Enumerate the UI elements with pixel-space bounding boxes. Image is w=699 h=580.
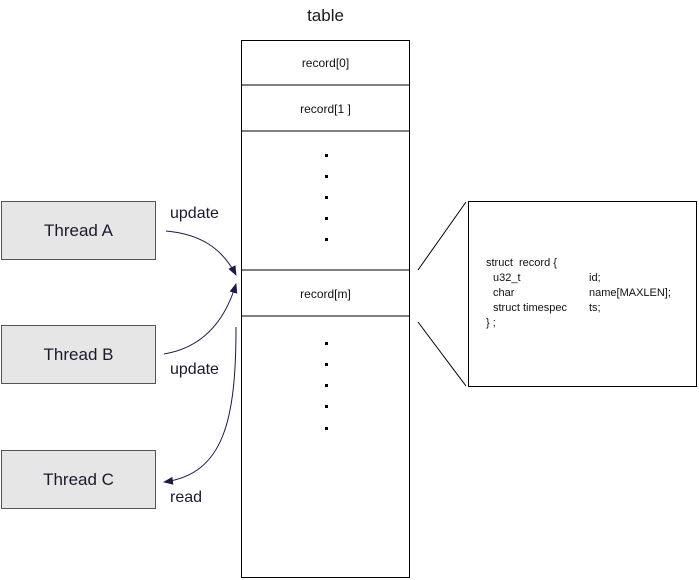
ellipsis-dot [325,217,328,220]
struct-footer: } ; [486,317,496,329]
table-box [241,40,410,578]
ellipsis-dot [325,405,328,408]
op-label-thread-b: update [170,361,219,378]
arrow-thread-c [163,326,237,485]
thread-a-label: Thread A [44,220,113,240]
struct-field-type: struct timespec [493,302,567,314]
thread-c-box: Thread C [1,450,156,509]
arrow-thread-a [165,230,237,276]
thread-a-box: Thread A [1,201,156,260]
struct-field-name: name[MAXLEN]; [589,287,671,299]
struct-field-name: ts; [589,302,601,314]
struct-definition-box [468,201,697,387]
struct-header: struct record { [486,257,557,269]
record-0-label: record[0] [301,56,350,70]
arrow-thread-b [163,283,238,355]
thread-b-box: Thread B [1,325,156,384]
op-label-thread-a: update [170,205,219,222]
record-1-label: record[1 ] [300,102,351,116]
ellipsis-dot [325,342,328,345]
ellipsis-dot [325,238,328,241]
op-label-thread-c: read [170,489,203,506]
zoom-line-top [417,201,467,271]
struct-field-type: char [493,287,515,299]
thread-b-label: Thread B [43,344,114,364]
struct-field-type: u32_t [493,272,521,284]
ellipsis-dot [325,427,328,430]
record-m-label: record[m] [300,287,351,301]
ellipsis-dot [325,363,328,366]
zoom-line-bottom [417,321,467,387]
ellipsis-dot [325,384,328,387]
ellipsis-dot [325,154,328,157]
ellipsis-dot [325,175,328,178]
thread-c-label: Thread C [43,469,114,489]
table-title: table [307,6,344,25]
ellipsis-dot [325,196,328,199]
struct-field-name: id; [589,272,601,284]
